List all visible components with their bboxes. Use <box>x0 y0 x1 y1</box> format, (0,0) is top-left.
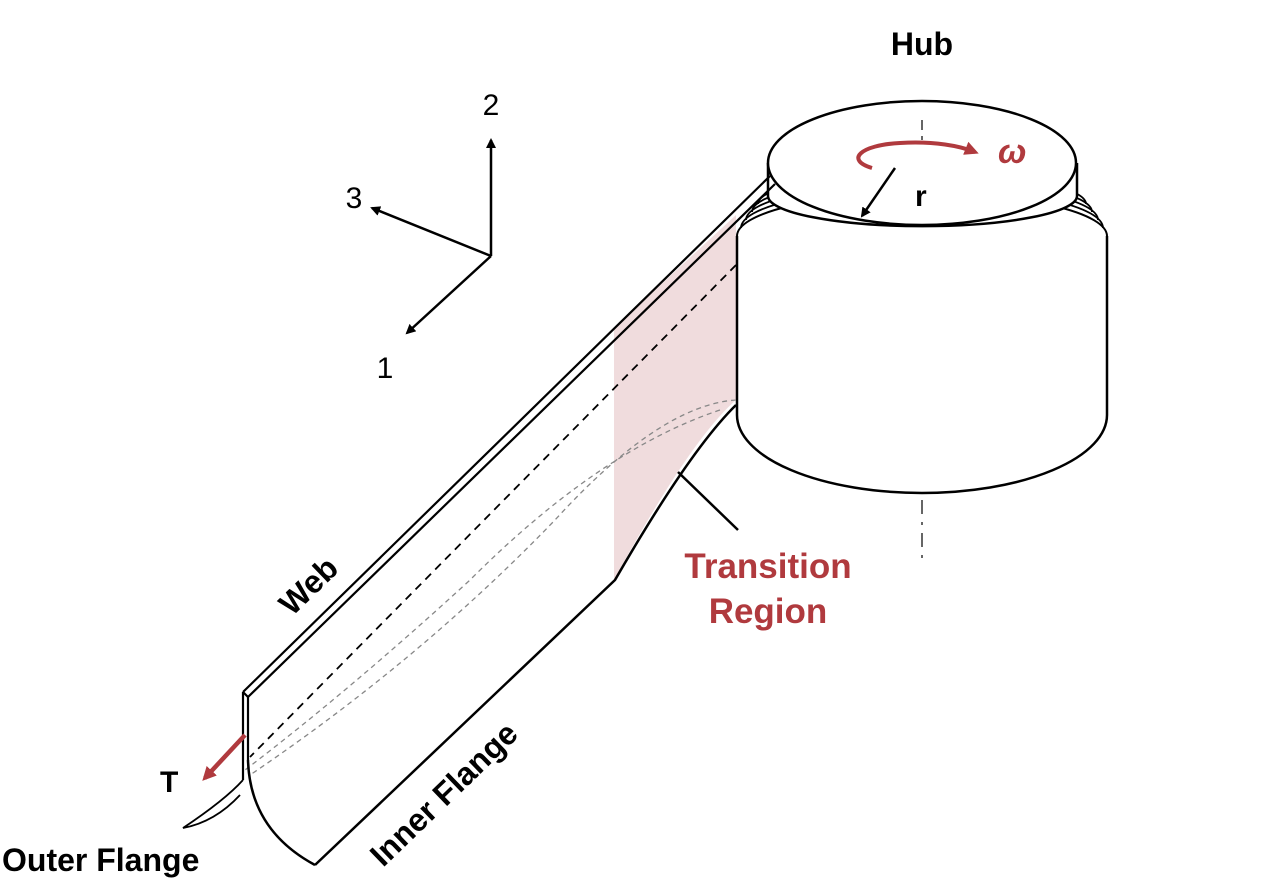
hidden-web-base <box>249 264 737 758</box>
transition-region-shading <box>614 215 736 580</box>
hidden-flange-edges <box>244 399 737 776</box>
hub-cylinder <box>766 99 1079 228</box>
omega-label: ω <box>998 133 1026 171</box>
radius-label: r <box>915 180 927 213</box>
web-label: Web <box>272 550 345 622</box>
tension-label: T <box>160 766 178 799</box>
transition-leader-line <box>677 471 739 531</box>
radius-arrow <box>860 167 897 218</box>
inner-flange <box>246 404 737 867</box>
omega-rotation-arrow <box>856 140 979 170</box>
coordinate-axes <box>370 138 496 335</box>
transition-label-line1: Transition <box>684 547 851 586</box>
inner-flange-label: Inner Flange <box>363 715 525 873</box>
tension-arrow <box>202 733 247 781</box>
outer-flange <box>182 779 244 829</box>
outer-flange-label: Outer Flange <box>2 842 199 878</box>
axis-3-arrow <box>370 206 492 258</box>
axis-1-arrow <box>405 255 492 335</box>
hub-label: Hub <box>891 26 953 62</box>
transition-label-line2: Region <box>709 592 828 631</box>
axis-1-label: 1 <box>377 352 394 385</box>
axis-3-label: 3 <box>346 182 363 215</box>
axis-2-label: 2 <box>483 89 500 122</box>
